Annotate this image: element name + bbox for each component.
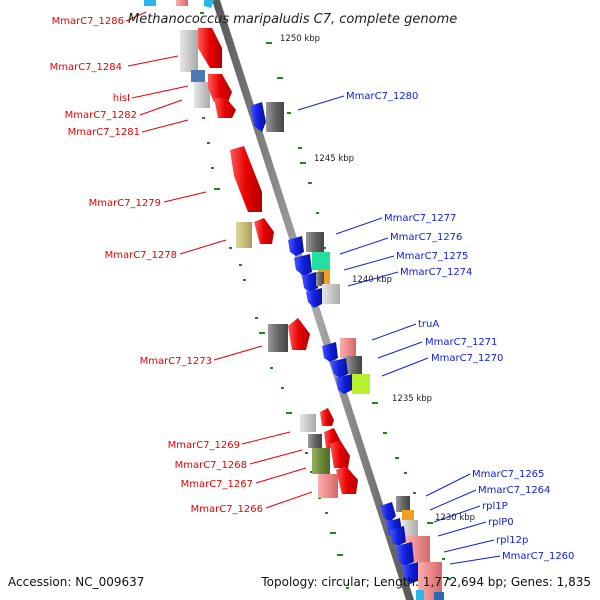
gene-feature[interactable]	[230, 146, 262, 212]
gene-feature[interactable]	[204, 0, 214, 8]
gene-label-mmarc7-1265[interactable]: MmarC7_1265	[472, 469, 544, 480]
tick-label-1230: 1230 kbp	[435, 513, 475, 523]
gene-feature[interactable]	[144, 0, 156, 6]
gene-feature[interactable]	[250, 102, 266, 132]
gene-label-mmarc7-1274[interactable]: MmarC7_1274	[400, 267, 472, 278]
gene-feature[interactable]	[320, 408, 334, 426]
gene-feature[interactable]	[390, 526, 406, 546]
gene-feature[interactable]	[180, 30, 198, 72]
gene-feature[interactable]	[380, 502, 396, 522]
gene-feature[interactable]	[294, 254, 312, 276]
gene-feature[interactable]	[322, 342, 338, 362]
gene-label-mmarc7-1268[interactable]: MmarC7_1268	[175, 460, 247, 471]
gene-feature[interactable]	[322, 284, 340, 304]
gene-label-mmarc7-1279[interactable]: MmarC7_1279	[89, 198, 161, 209]
gene-feature[interactable]	[191, 70, 205, 82]
gene-feature[interactable]	[318, 474, 338, 498]
gene-label-mmarc7-1284[interactable]: MmarC7_1284	[50, 62, 122, 73]
gene-feature[interactable]	[268, 324, 288, 352]
right-labels: MmarC7_1280 MmarC7_1277 MmarC7_1276 Mmar…	[346, 91, 574, 562]
gene-label-mmarc7-1273[interactable]: MmarC7_1273	[140, 356, 212, 367]
gene-label-mmarc7-1276[interactable]: MmarC7_1276	[390, 232, 462, 243]
gene-feature[interactable]	[312, 448, 330, 474]
left-leaders	[125, 11, 313, 509]
gene-label-hisi[interactable]: hisI	[113, 93, 130, 104]
gene-feature[interactable]	[288, 236, 304, 256]
gene-label-trua[interactable]: truA	[418, 319, 439, 330]
gene-label-rpl1p[interactable]: rpl1P	[482, 501, 508, 512]
gene-feature[interactable]	[194, 82, 210, 108]
gene-label-mmarc7-1269[interactable]: MmarC7_1269	[168, 440, 240, 451]
gene-feature[interactable]	[396, 542, 414, 566]
gene-feature[interactable]	[434, 592, 444, 600]
gene-feature[interactable]	[402, 520, 418, 538]
gene-feature[interactable]	[402, 562, 420, 584]
genome-summary-text: Topology: circular; Length: 1,772,694 bp…	[260, 575, 591, 589]
gene-label-mmarc7-1260[interactable]: MmarC7_1260	[502, 551, 574, 562]
gene-feature[interactable]	[198, 28, 222, 68]
gene-label-mmarc7-1281[interactable]: MmarC7_1281	[68, 127, 140, 138]
gene-feature[interactable]	[302, 272, 318, 292]
gene-feature[interactable]	[176, 0, 188, 6]
gene-feature[interactable]	[340, 338, 356, 358]
gene-feature[interactable]	[330, 358, 348, 378]
gene-feature[interactable]	[266, 102, 284, 132]
gene-feature[interactable]	[236, 222, 252, 248]
gene-feature[interactable]	[288, 318, 310, 350]
gene-feature[interactable]	[306, 288, 322, 308]
right-features	[250, 102, 444, 600]
gene-label-mmarc7-1286[interactable]: MmarC7_1286	[52, 16, 124, 27]
right-leaders	[297, 95, 501, 565]
left-labels: MmarC7_1286 MmarC7_1284 hisI MmarC7_1282…	[50, 16, 263, 515]
tick-label-1245: 1245 kbp	[314, 154, 354, 164]
left-features	[144, 0, 358, 498]
gene-label-mmarc7-1282[interactable]: MmarC7_1282	[65, 110, 137, 121]
gene-feature[interactable]	[312, 252, 330, 270]
tick-label-1240: 1240 kbp	[352, 275, 392, 285]
gene-feature[interactable]	[336, 374, 352, 394]
map-title: Methanococcus maripaludis C7, complete g…	[128, 12, 457, 27]
gene-feature[interactable]	[208, 74, 232, 102]
gene-label-mmarc7-1275[interactable]: MmarC7_1275	[396, 251, 468, 262]
gene-label-mmarc7-1267[interactable]: MmarC7_1267	[181, 479, 253, 490]
gene-feature[interactable]	[254, 218, 274, 244]
gene-label-rplp0[interactable]: rplP0	[488, 517, 514, 528]
gene-label-mmarc7-1270[interactable]: MmarC7_1270	[431, 353, 503, 364]
gene-feature[interactable]	[396, 496, 410, 512]
gene-feature[interactable]	[214, 98, 236, 118]
gene-label-rpl12p[interactable]: rpl12p	[496, 535, 528, 546]
gene-feature[interactable]	[306, 232, 324, 252]
gene-feature[interactable]	[300, 414, 316, 432]
tick-label-1250: 1250 kbp	[280, 34, 320, 44]
gene-label-mmarc7-1264[interactable]: MmarC7_1264	[478, 485, 550, 496]
gene-label-mmarc7-1278[interactable]: MmarC7_1278	[105, 250, 177, 261]
gene-feature[interactable]	[416, 590, 424, 600]
gene-feature[interactable]	[330, 440, 350, 468]
gene-label-mmarc7-1271[interactable]: MmarC7_1271	[425, 337, 497, 348]
gene-feature[interactable]	[346, 356, 362, 374]
gene-feature[interactable]	[316, 272, 324, 286]
gene-label-mmarc7-1277[interactable]: MmarC7_1277	[384, 213, 456, 224]
tick-label-1235: 1235 kbp	[392, 394, 432, 404]
accession-text: Accession: NC_009637	[8, 575, 144, 589]
gene-label-mmarc7-1266[interactable]: MmarC7_1266	[191, 504, 263, 515]
gene-feature[interactable]	[352, 374, 370, 394]
gene-feature[interactable]	[308, 434, 322, 448]
gene-feature[interactable]	[336, 466, 358, 494]
gene-feature[interactable]	[402, 510, 414, 520]
gene-label-mmarc7-1280[interactable]: MmarC7_1280	[346, 91, 418, 102]
